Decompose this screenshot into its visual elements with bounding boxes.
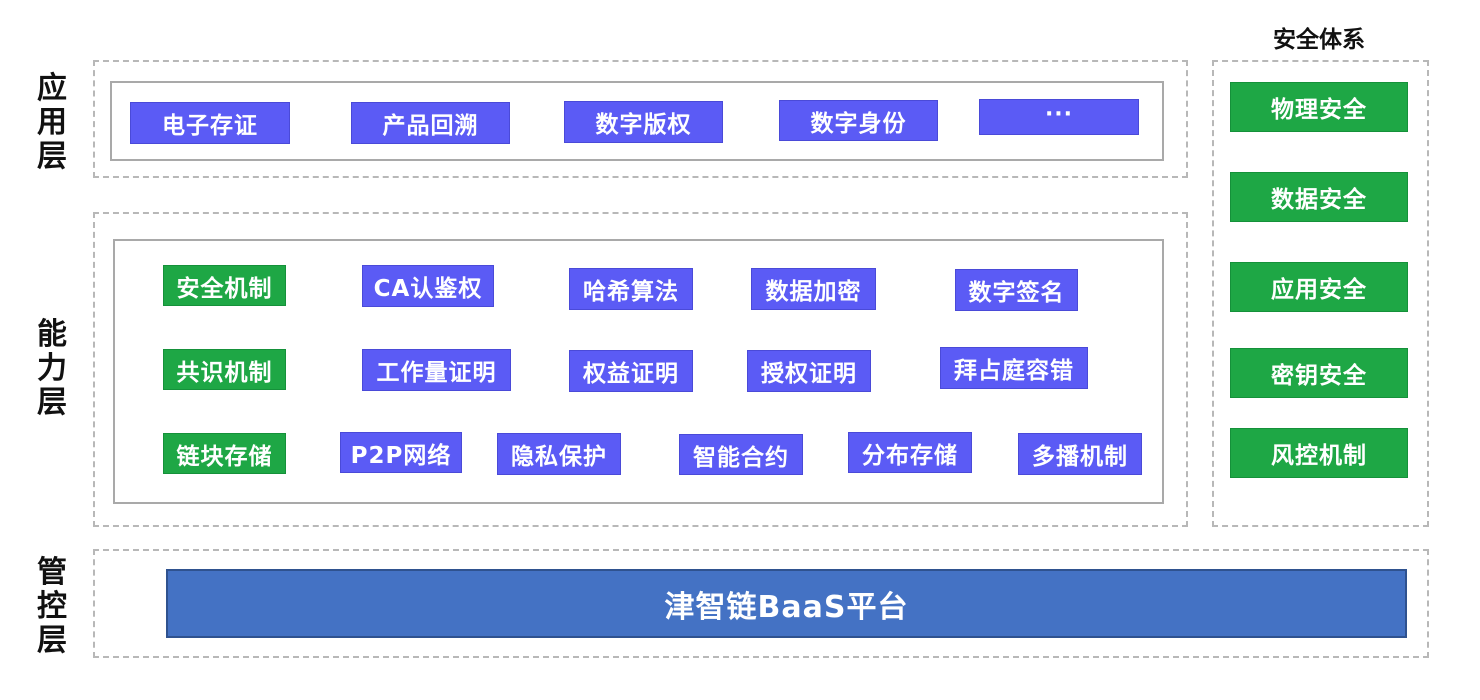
cap-byzantine-fault-tolerance: 拜占庭容错 <box>940 347 1088 389</box>
app-item-copyright: 数字版权 <box>564 101 723 143</box>
security-system-frame <box>1212 60 1429 527</box>
cap-digital-signature: 数字签名 <box>955 269 1078 311</box>
cap-proof-of-stake: 权益证明 <box>569 350 693 392</box>
app-item-more: ··· <box>979 99 1139 135</box>
security-application: 应用安全 <box>1230 262 1408 312</box>
capability-layer-frame <box>93 212 1188 527</box>
layer-label-control: 管控层 <box>37 555 67 658</box>
cap-ca-auth: CA认鉴权 <box>362 265 494 307</box>
security-key: 密钥安全 <box>1230 348 1408 398</box>
cap-smart-contract: 智能合约 <box>679 434 803 475</box>
baas-platform-bar: 津智链BaaS平台 <box>166 569 1407 638</box>
cap-p2p-network: P2P网络 <box>340 432 462 473</box>
control-layer-frame <box>93 549 1429 658</box>
layer-label-app: 应用层 <box>37 71 67 174</box>
security-physical: 物理安全 <box>1230 82 1408 132</box>
cap-data-encryption: 数据加密 <box>751 268 876 310</box>
cap-block-storage: 链块存储 <box>163 433 286 474</box>
security-system-title: 安全体系 <box>1273 27 1365 53</box>
cap-proof-of-work: 工作量证明 <box>362 349 511 391</box>
cap-hash-algorithm: 哈希算法 <box>569 268 693 310</box>
cap-distributed-storage: 分布存储 <box>848 432 972 473</box>
app-item-traceability: 产品回溯 <box>351 102 510 144</box>
app-layer-frame <box>93 60 1188 178</box>
security-data: 数据安全 <box>1230 172 1408 222</box>
cap-privacy-protection: 隐私保护 <box>497 433 621 475</box>
layer-label-capability: 能力层 <box>37 317 67 420</box>
cap-security-mechanism: 安全机制 <box>163 265 286 306</box>
cap-consensus-mechanism: 共识机制 <box>163 349 286 390</box>
security-risk-control: 风控机制 <box>1230 428 1408 478</box>
app-item-identity: 数字身份 <box>779 100 938 141</box>
cap-proof-of-authority: 授权证明 <box>747 350 871 392</box>
cap-multicast-mechanism: 多播机制 <box>1018 433 1142 475</box>
app-item-evidence: 电子存证 <box>130 102 290 144</box>
